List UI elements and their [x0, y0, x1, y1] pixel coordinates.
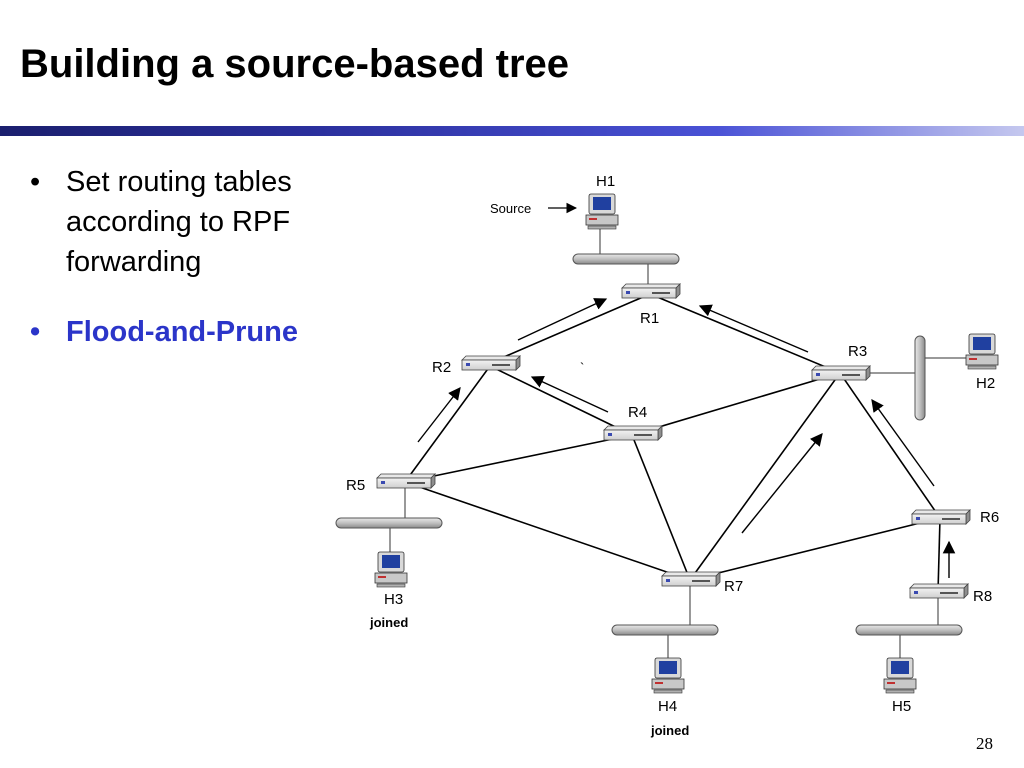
bullet-list: • Set routing tables according to RPF for… — [30, 162, 360, 352]
router-label: R7 — [724, 578, 743, 595]
computer-icon — [883, 657, 917, 694]
router-label: R8 — [973, 588, 992, 605]
router-icon — [621, 283, 681, 299]
router-r4: R4 — [603, 404, 663, 441]
host-label: H1 — [596, 173, 615, 190]
computer-icon — [965, 333, 999, 370]
router-label: R1 — [640, 310, 659, 327]
link-r2-r4 — [489, 365, 633, 436]
host-h4: H4 joined — [650, 657, 689, 738]
flow-arrow-r3-to-r1 — [698, 304, 809, 353]
computer-icon — [374, 551, 408, 588]
router-icon — [661, 571, 721, 587]
flow-arrow-r4-to-r2 — [530, 376, 609, 413]
router-r5: R5 — [346, 473, 436, 494]
bullet-text: Flood-and-Prune — [66, 316, 298, 348]
source-label: Source — [490, 201, 531, 216]
flow-arrows — [417, 298, 956, 578]
link-r7-r3 — [689, 372, 841, 581]
router-r2: R2 — [432, 355, 521, 376]
link-r5-r4 — [404, 434, 633, 483]
router-icon — [909, 583, 969, 599]
host-label: H3 — [384, 591, 403, 608]
host-h5: H5 — [883, 657, 917, 715]
link-r5-r2 — [404, 365, 491, 483]
router-label: R4 — [628, 404, 647, 421]
router-icon — [911, 509, 971, 525]
link-lines — [404, 293, 941, 593]
router-icon — [811, 365, 871, 381]
link-r4-r3 — [631, 372, 841, 436]
flow-arrow-r7-to-r3 — [741, 433, 823, 534]
router-label: R6 — [980, 509, 999, 526]
host-label: H5 — [892, 698, 911, 715]
host-h2: H2 — [965, 333, 999, 392]
flow-arrow-r6-to-r3 — [871, 398, 935, 487]
router-label: R3 — [848, 343, 867, 360]
router-r8: R8 — [909, 583, 992, 605]
link-r2-r1 — [489, 293, 651, 364]
lan-segments — [335, 253, 963, 636]
bullet-dot: • — [30, 166, 41, 198]
lan-segment-icon — [914, 335, 926, 421]
router-icon — [461, 355, 521, 371]
bullet-dot: • — [30, 316, 41, 348]
title-divider — [0, 126, 1024, 136]
flow-arrow-r5-to-r2 — [417, 387, 461, 443]
slide-title: Building a source-based tree — [20, 42, 570, 86]
link-r3-r6 — [839, 372, 941, 519]
bullet-item-flood-prune: • Flood-and-Prune — [30, 312, 360, 352]
router-r7: R7 — [661, 571, 743, 595]
stray-mark: ` — [580, 360, 584, 375]
router-label: R2 — [432, 359, 451, 376]
bullet-text: Set routing tables according to RPF forw… — [66, 166, 292, 278]
computer-icon — [651, 657, 685, 694]
joined-label: joined — [369, 615, 408, 630]
host-h1: H1 — [585, 173, 619, 230]
link-r4-r7 — [631, 434, 691, 581]
lan-segment-icon — [335, 517, 443, 529]
host-h3: H3 joined — [369, 551, 408, 630]
link-r1-r3 — [649, 293, 841, 374]
lan-segment-icon — [572, 253, 680, 265]
bullet-item-rpf: • Set routing tables according to RPF for… — [30, 162, 360, 282]
host-label: H2 — [976, 375, 995, 392]
computer-icon — [585, 193, 619, 230]
page-number: 28 — [976, 734, 993, 753]
router-icon — [376, 473, 436, 489]
router-r6: R6 — [911, 509, 999, 526]
router-icon — [603, 425, 663, 441]
link-r6-r8 — [937, 517, 941, 593]
link-r5-r7 — [404, 481, 691, 581]
lan-segment-icon — [611, 624, 719, 636]
flow-arrow-r2-to-r1 — [517, 298, 608, 341]
host-label: H4 — [658, 698, 677, 715]
joined-label: joined — [650, 723, 689, 738]
router-r3: R3 — [811, 343, 871, 381]
router-r1: R1 — [621, 283, 681, 327]
link-r7-r6 — [689, 517, 941, 581]
lan-segment-icon — [855, 624, 963, 636]
router-label: R5 — [346, 477, 365, 494]
